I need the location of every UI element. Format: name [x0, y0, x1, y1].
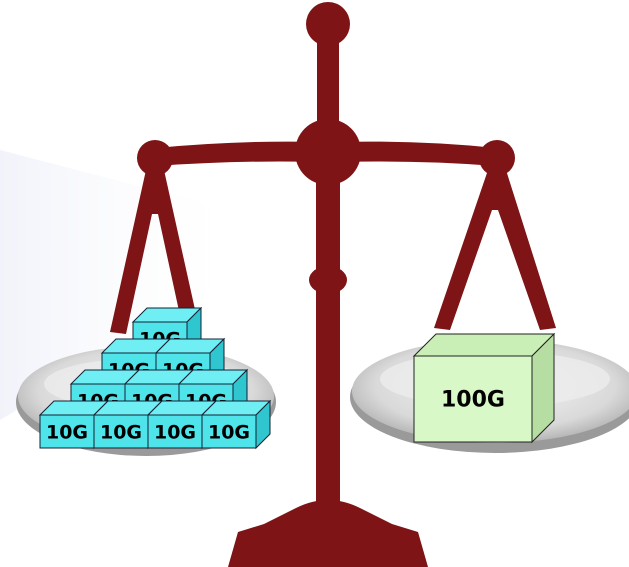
block-front-face — [39, 414, 95, 449]
right-block-label: 100G — [441, 388, 505, 413]
right-block-100g: 100G — [412, 332, 556, 444]
scale-beam-right-end — [479, 140, 515, 176]
scale-beam-left-end — [137, 140, 173, 176]
scale-top-knob — [306, 2, 350, 46]
small-block-label: 10G — [154, 422, 196, 444]
left-block-stack: 10G10G10G10G10G10G10G10G10G10G — [38, 306, 272, 450]
scale-center-hub — [295, 119, 361, 185]
scale-column — [316, 176, 340, 514]
scale-base — [228, 500, 428, 567]
right-block-front-face — [413, 355, 533, 443]
right-block-top-face — [412, 333, 556, 357]
scale — [110, 2, 556, 567]
small-block-10g: 10G — [200, 399, 272, 450]
block-front-face — [201, 414, 257, 449]
small-block-label: 10G — [208, 422, 250, 444]
small-block-label: 10G — [46, 422, 88, 444]
block-front-face — [147, 414, 203, 449]
small-block-label: 10G — [100, 422, 142, 444]
scale-mid-knob — [309, 266, 347, 294]
right-pan-hanger — [434, 170, 556, 330]
left-pan-hanger — [110, 170, 200, 334]
